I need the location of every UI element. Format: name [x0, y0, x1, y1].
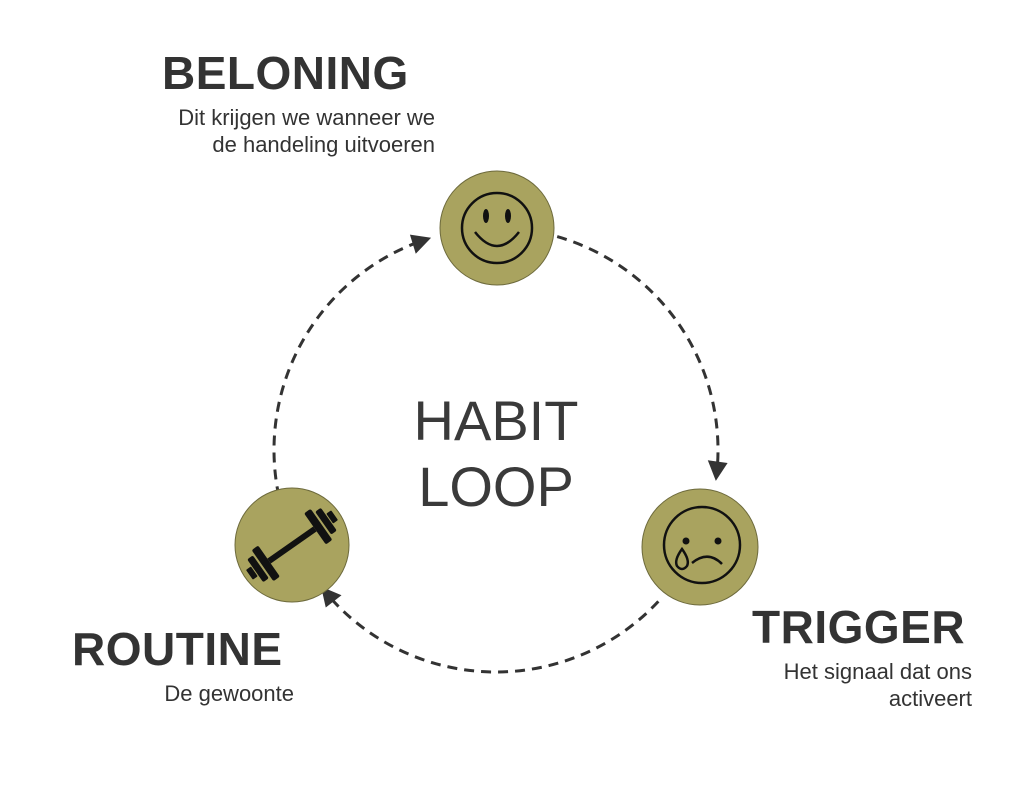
- center-label: HABIT LOOP: [346, 388, 646, 520]
- arrowhead: [409, 234, 432, 254]
- trigger-title: TRIGGER: [752, 601, 966, 653]
- arrowhead: [321, 586, 342, 608]
- arrowhead: [707, 460, 728, 481]
- beloning-title: BELONING: [162, 47, 409, 99]
- arrow-beloning-to-trigger: [556, 235, 720, 470]
- center-line-2: LOOP: [418, 455, 574, 518]
- center-line-1: HABIT: [413, 389, 579, 452]
- routine-node: [234, 487, 350, 603]
- smiley-icon: [460, 191, 534, 265]
- arrow-trigger-to-routine: [327, 594, 660, 674]
- dumbbell-icon: [246, 508, 338, 582]
- crying-face-icon: [662, 505, 742, 585]
- arrow-routine-to-beloning: [272, 239, 421, 497]
- beloning-desc: Dit krijgen we wanneer we de handeling u…: [178, 105, 435, 157]
- routine-desc: De gewoonte: [164, 681, 294, 706]
- trigger-node: [641, 488, 759, 606]
- routine-title: ROUTINE: [72, 623, 283, 675]
- trigger-desc: Het signaal dat ons activeert: [783, 659, 972, 711]
- beloning-node: [439, 170, 555, 286]
